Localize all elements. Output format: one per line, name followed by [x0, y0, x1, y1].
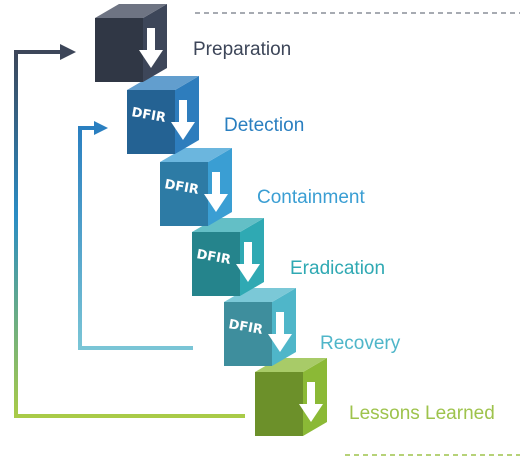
cube-top-face: [95, 4, 167, 18]
cube-front-face: [95, 18, 143, 82]
down-arrow-icon: [299, 382, 323, 422]
cube-front-face: [192, 232, 240, 296]
cube-front-face: [160, 162, 208, 226]
step-containment: DFIR Containment: [160, 148, 365, 226]
cube-front-face: [224, 302, 272, 366]
dfir-badge: DFIR: [227, 317, 264, 338]
step-detection: DFIR Detection: [127, 76, 304, 154]
step-label: Recovery: [320, 333, 401, 354]
dfir-badge: DFIR: [130, 105, 167, 126]
step-label: Lessons Learned: [349, 403, 495, 424]
cube-front-face: [255, 372, 303, 436]
down-arrow-icon: [236, 242, 260, 282]
step-label: Detection: [224, 115, 304, 136]
steps-layer: Lessons Learned DFIR Recovery DFIR Eradicati…: [95, 4, 495, 436]
step-lessons-learned: Lessons Learned: [255, 358, 495, 436]
cube-front-face: [127, 90, 175, 154]
step-label: Eradication: [290, 258, 385, 279]
outer-loop-arrow: [14, 44, 245, 418]
inner-loop-arrow: [78, 121, 193, 350]
step-label: Containment: [257, 187, 365, 208]
step-preparation: Preparation: [95, 4, 291, 82]
down-arrow-icon: [268, 312, 292, 352]
dfir-badge: DFIR: [163, 177, 200, 198]
right-arrowhead-icon: [94, 121, 108, 135]
down-arrow-icon: [139, 28, 163, 68]
down-arrow-icon: [171, 100, 195, 140]
step-label: Preparation: [193, 39, 291, 60]
down-arrow-icon: [204, 172, 228, 212]
right-arrowhead-icon: [60, 44, 76, 60]
step-recovery: DFIR Recovery: [224, 288, 401, 366]
dfir-badge: DFIR: [195, 247, 232, 268]
step-eradication: DFIR Eradication: [192, 218, 385, 296]
